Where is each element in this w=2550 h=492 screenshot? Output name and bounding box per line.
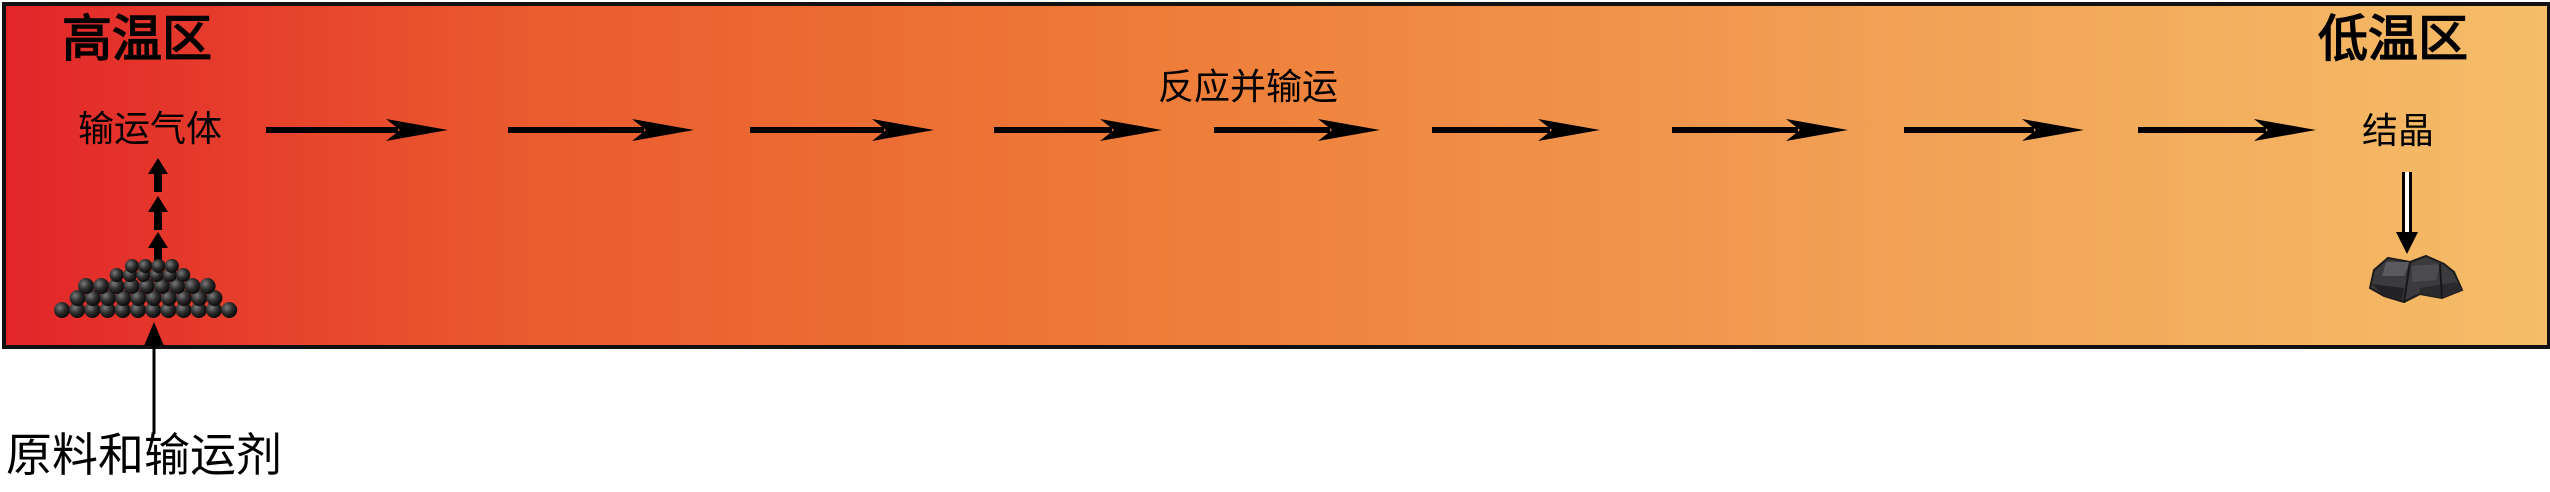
particle xyxy=(176,290,192,306)
particle xyxy=(160,302,177,318)
particle xyxy=(160,290,177,306)
reaction-tube xyxy=(2,2,2550,349)
arrow-right-icon xyxy=(750,119,934,141)
particle xyxy=(184,278,201,294)
particle xyxy=(221,302,238,318)
particle xyxy=(138,259,153,273)
particle xyxy=(130,290,147,306)
particle xyxy=(114,302,131,318)
particle xyxy=(115,290,132,306)
arrow-right-icon xyxy=(1672,119,1848,141)
particle xyxy=(84,302,101,318)
arrow-right-icon xyxy=(508,119,694,141)
particle xyxy=(109,268,124,282)
particle xyxy=(69,290,86,306)
arrow-right-icon xyxy=(1432,119,1600,141)
particle xyxy=(145,302,162,318)
particle xyxy=(154,278,170,294)
particle xyxy=(69,302,86,318)
react-transport-label: 反应并输运 xyxy=(1158,67,1339,108)
particle xyxy=(164,259,179,273)
flow-arrows xyxy=(266,119,2316,141)
particle xyxy=(191,290,208,306)
arrow-right-icon xyxy=(1214,119,1380,141)
particle xyxy=(54,302,70,318)
high-temp-zone-label: 高温区 xyxy=(62,10,212,68)
particle xyxy=(175,302,192,318)
particle xyxy=(176,268,191,282)
particle xyxy=(206,302,222,318)
feed-arrow-icon xyxy=(144,322,164,434)
particle xyxy=(100,290,116,306)
arrow-right-icon xyxy=(1904,119,2084,141)
low-temp-zone-label: 低温区 xyxy=(2318,10,2468,68)
particle xyxy=(145,290,162,306)
particle xyxy=(99,302,116,318)
arrow-up-icon xyxy=(148,158,168,266)
particle xyxy=(78,278,94,294)
particle xyxy=(123,278,140,294)
particle xyxy=(138,278,155,294)
crystal-icon xyxy=(2368,254,2464,304)
particle xyxy=(125,259,139,273)
arrow-right-icon xyxy=(994,119,1162,141)
particle xyxy=(93,278,110,294)
particle xyxy=(199,278,216,294)
particle xyxy=(190,302,207,318)
arrow-right-icon xyxy=(2138,119,2316,141)
arrow-down-icon xyxy=(2396,172,2418,254)
arrow-right-icon xyxy=(266,119,448,141)
particle-pile-icon xyxy=(54,259,238,318)
crystallize-label: 结晶 xyxy=(2362,111,2435,152)
particle xyxy=(151,259,166,273)
transport-gas-label: 输运气体 xyxy=(78,109,223,150)
raw-materials-label: 原料和输运剂 xyxy=(6,428,282,482)
particle xyxy=(169,278,186,294)
particle xyxy=(84,290,101,306)
particle xyxy=(130,302,146,318)
particle xyxy=(206,290,223,306)
particle xyxy=(108,278,125,294)
